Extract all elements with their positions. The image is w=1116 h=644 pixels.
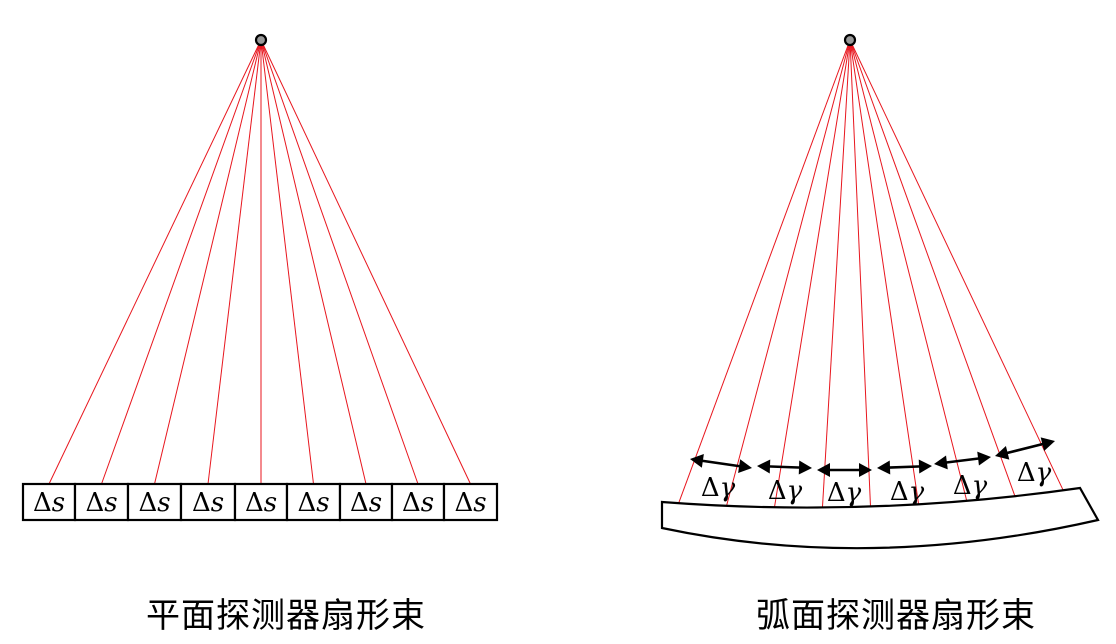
delta-symbol: Δ	[890, 477, 909, 507]
double-arrow	[887, 465, 922, 469]
arc-label: Δγ	[890, 477, 925, 507]
delta-symbol: Δ	[33, 488, 52, 518]
double-arrow	[1004, 442, 1046, 455]
variable-symbol: s	[211, 488, 224, 518]
delta-symbol: Δ	[138, 488, 157, 518]
arc-label: Δγ	[701, 473, 736, 503]
ray	[849, 39, 920, 505]
detector-cell	[442, 482, 499, 522]
x-ray-source	[254, 33, 268, 47]
cell-label: Δs	[297, 488, 329, 518]
gamma-symbol: γ	[787, 476, 803, 506]
arc-label: Δγ	[768, 476, 803, 506]
double-arrow	[700, 459, 742, 468]
arrowhead	[757, 459, 771, 474]
arrow-shaft	[887, 465, 922, 469]
variable-symbol: s	[157, 488, 170, 518]
delta-symbol: Δ	[768, 476, 787, 506]
x-ray-source	[843, 33, 857, 47]
ray	[260, 39, 314, 485]
variable-symbol: s	[316, 488, 329, 518]
ray	[48, 39, 262, 485]
ray	[207, 39, 262, 485]
arrow-shaft	[944, 456, 981, 465]
arrow-shaft	[1004, 442, 1046, 455]
arrowhead	[817, 463, 830, 477]
gamma-symbol: γ	[846, 478, 862, 508]
arc-detector-band	[660, 486, 1100, 550]
cell-label: Δs	[85, 488, 117, 518]
ray	[773, 39, 851, 508]
arc-detector-caption: 弧面探测器扇形束	[756, 596, 1036, 636]
double-arrow	[767, 465, 802, 469]
ray	[260, 39, 367, 485]
ray	[726, 39, 851, 506]
variable-symbol: s	[473, 488, 486, 518]
arc-label: Δγ	[827, 478, 862, 508]
ray	[849, 39, 968, 501]
ray	[849, 39, 871, 507]
arrowhead	[977, 451, 991, 466]
cell-label: Δs	[138, 488, 170, 518]
flat-detector-caption: 平面探测器扇形束	[146, 596, 426, 636]
ray	[260, 39, 419, 485]
gamma-symbol: γ	[720, 473, 736, 503]
arrowhead	[738, 459, 752, 474]
variable-symbol: s	[421, 488, 434, 518]
delta-symbol: Δ	[454, 488, 473, 518]
arrowhead	[877, 460, 891, 475]
cell-label: Δs	[402, 488, 434, 518]
delta-symbol: Δ	[827, 478, 846, 508]
arrowhead	[798, 460, 812, 475]
variable-symbol: s	[264, 488, 277, 518]
cell-label: Δs	[192, 488, 224, 518]
arc-label: Δγ	[953, 471, 988, 501]
delta-symbol: Δ	[297, 488, 316, 518]
cell-label: Δs	[33, 488, 65, 518]
double-arrow	[944, 456, 981, 465]
ray	[849, 39, 1016, 497]
variable-symbol: s	[369, 488, 382, 518]
arrow-shaft	[700, 459, 742, 468]
arrowhead	[690, 453, 704, 468]
arrowhead	[995, 446, 1010, 460]
ray	[260, 39, 471, 485]
arrowhead	[918, 459, 932, 474]
delta-symbol: Δ	[701, 473, 720, 503]
ray	[101, 39, 262, 485]
delta-symbol: Δ	[85, 488, 104, 518]
variable-symbol: s	[52, 488, 65, 518]
arc-label: Δγ	[1017, 458, 1052, 488]
ray	[678, 39, 851, 504]
delta-symbol: Δ	[1017, 458, 1036, 488]
cell-label: Δs	[245, 488, 277, 518]
delta-symbol: Δ	[402, 488, 421, 518]
ray	[821, 39, 851, 508]
ray	[154, 39, 262, 485]
cell-label: Δs	[350, 488, 382, 518]
delta-symbol: Δ	[350, 488, 369, 518]
detector-cell	[126, 482, 183, 522]
ray	[849, 39, 1064, 491]
delta-symbol: Δ	[192, 488, 211, 518]
arrowhead	[859, 463, 872, 477]
cell-label: Δs	[454, 488, 486, 518]
delta-symbol: Δ	[953, 471, 972, 501]
gamma-symbol: γ	[972, 471, 988, 501]
arrowhead	[934, 455, 948, 470]
delta-symbol: Δ	[245, 488, 264, 518]
arrowhead	[1040, 437, 1055, 451]
arrow-shaft	[767, 465, 802, 469]
gamma-symbol: γ	[1036, 458, 1052, 488]
gamma-symbol: γ	[909, 477, 925, 507]
variable-symbol: s	[104, 488, 117, 518]
